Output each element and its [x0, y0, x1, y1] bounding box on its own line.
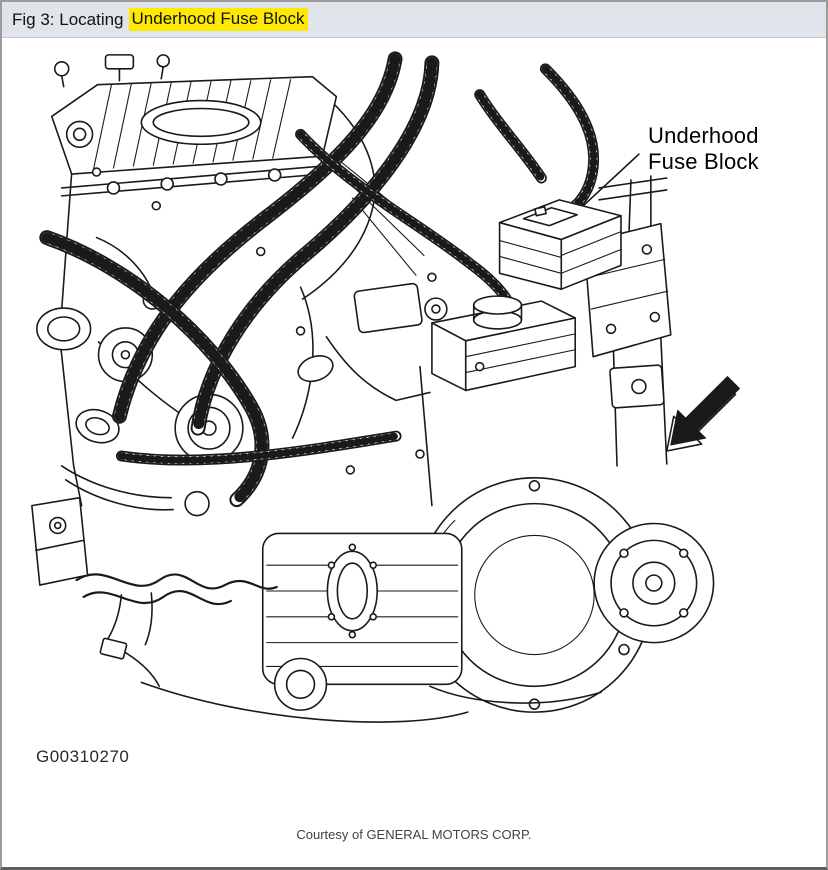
- underhood-fuse-block: [498, 199, 622, 290]
- courtesy-text: Courtesy of GENERAL MOTORS CORP.: [296, 827, 532, 842]
- control-module: [431, 295, 577, 392]
- valve-cover: [50, 54, 338, 175]
- caption-prefix: Fig 3: Locating: [12, 9, 124, 29]
- oil-pan: [261, 532, 463, 686]
- left-engine-parts: [60, 408, 210, 517]
- wiring-harness: [75, 573, 328, 711]
- fuel-rail: [60, 165, 324, 197]
- bolt-details: [91, 167, 485, 475]
- fuse-block-callout-line1: Underhood: [648, 123, 759, 148]
- callout-leader-line: [582, 153, 640, 207]
- direction-arrow: [665, 376, 740, 452]
- left-bracket: [31, 496, 89, 586]
- engine-mount-bracket: [598, 175, 668, 467]
- fuse-block-callout-line2: Fuse Block: [648, 149, 759, 175]
- caption-highlight: Underhood Fuse Block: [128, 8, 309, 31]
- diagram-area: Underhood Fuse Block G00310270 Courtesy …: [2, 39, 826, 867]
- figure-id: G00310270: [36, 747, 130, 766]
- center-brackets: [297, 282, 448, 402]
- transmission-housing: [416, 477, 715, 713]
- engine-line-drawing: [31, 39, 740, 723]
- fuse-block-callout: Underhood Fuse Block: [648, 123, 759, 176]
